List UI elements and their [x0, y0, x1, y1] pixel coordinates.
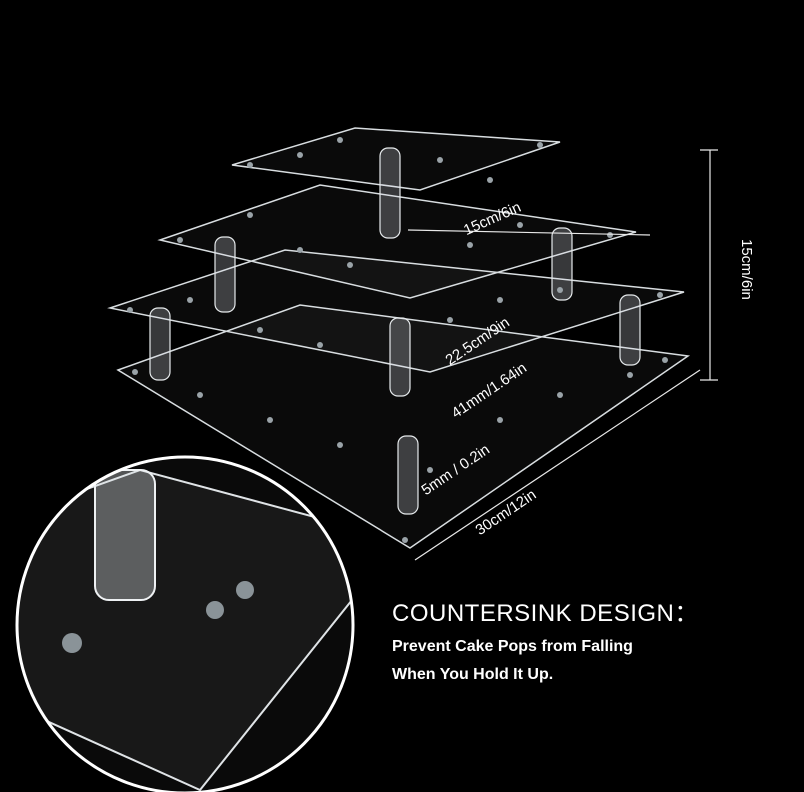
bottom-tier-plate — [116, 304, 691, 549]
third-tier-plate — [107, 249, 685, 373]
countersink-zoom-inset — [15, 455, 355, 792]
support-pillars — [149, 147, 641, 515]
feature-line-2: When You Hold It Up. — [392, 666, 554, 683]
pop-holes — [127, 137, 668, 543]
top-tier-plate — [231, 127, 561, 191]
dimension-lines — [407, 149, 718, 561]
feature-line-1: Prevent Cake Pops from Falling — [392, 638, 633, 655]
second-tier-plate — [157, 184, 637, 299]
feature-heading: COUNTERSINK DESIGN： — [392, 600, 699, 627]
height-label: 15cm/6in — [738, 239, 755, 300]
